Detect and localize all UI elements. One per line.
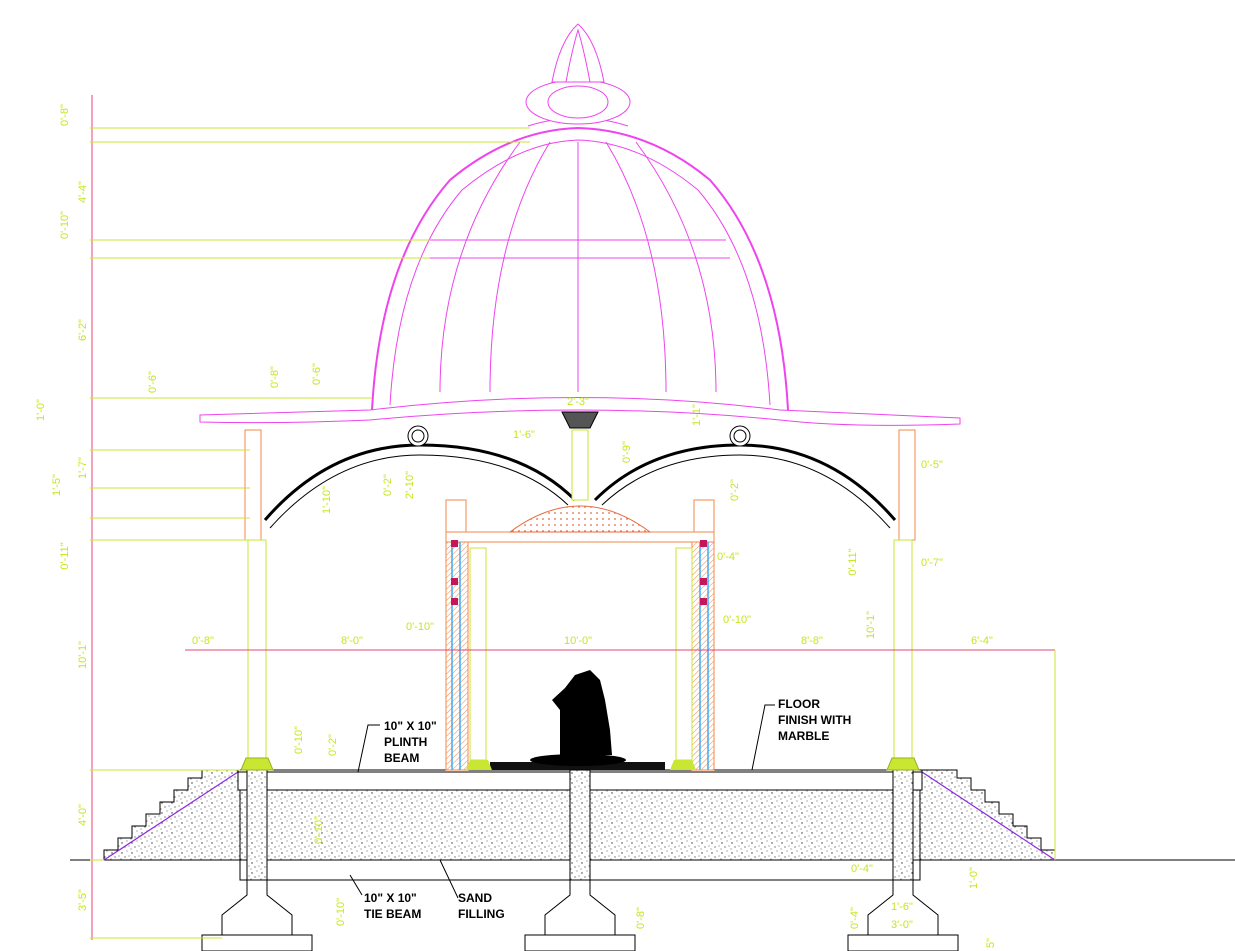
base-dimension-label: 1'-0" — [968, 867, 980, 889]
left-dimension-label: 1'-7" — [77, 457, 89, 479]
roof-dimension-label: 0'-8" — [269, 366, 281, 388]
leader-lines — [349, 704, 775, 899]
dimension-labels: 0'-8" 4'-4" 0'-10" 6'-2" 1'-0" 1'-7" 1'-5" 0'-1… — [35, 104, 997, 948]
left-dimension-label: 0'-8" — [59, 104, 71, 126]
base-dimension-label: 0'-4" — [849, 907, 861, 929]
sand-filling-line-2: FILLING — [458, 907, 505, 921]
roof-dimension-label: 0'-7" — [921, 557, 943, 569]
base-dimension-label: 3'-0" — [891, 919, 913, 931]
base-dimension-label: 5" — [985, 938, 997, 948]
outer-columns — [240, 429, 920, 771]
left-dimension-label: 6'-2" — [77, 319, 89, 341]
tie-beam-line-2: TIE BEAM — [364, 907, 421, 921]
span-dimension-line — [185, 649, 1056, 860]
roof-dimension-label: 0'-6" — [311, 363, 323, 385]
span-dimension-label: 0'-8" — [192, 635, 214, 647]
left-dimension-label: 4'-4" — [77, 181, 89, 203]
arch-dimension-label: 0'-2" — [382, 474, 394, 496]
roof-dimension-label: 1'-1" — [691, 404, 703, 426]
inner-frame — [445, 499, 715, 771]
left-dimension-label: 10'-1" — [77, 641, 89, 669]
roof-dimension-label: 0'-6" — [147, 371, 159, 393]
statue — [530, 670, 626, 766]
dome — [371, 23, 789, 411]
base-dimension-label: 0'-10" — [335, 898, 347, 926]
span-dimension-label: 8'-0" — [341, 635, 363, 647]
floor-finish-line-3: MARBLE — [778, 729, 829, 743]
floor-finish-line-1: FLOOR — [778, 697, 820, 711]
plinth-beam-line-1: 10" X 10" — [384, 719, 437, 733]
arch-dimension-label: 0'-2" — [729, 479, 741, 501]
span-dimension-label: 6'-4" — [971, 635, 993, 647]
span-dimension-label: 10'-0" — [564, 635, 592, 647]
roof-slab — [199, 397, 961, 426]
left-dimension-label: 0'-10" — [59, 211, 71, 239]
base-dimension-label: 0'-8" — [635, 907, 647, 929]
base-dimension-label: 1'-6" — [891, 901, 913, 913]
left-dimension-label: 0'-11" — [59, 542, 71, 569]
annotation-sand-filling: SAND FILLING — [458, 891, 505, 921]
right-steps — [919, 769, 1056, 861]
left-dimension-label: 4'-0" — [77, 804, 89, 826]
span-dimension-label: 8'-8" — [801, 635, 823, 647]
sand-filling-line-1: SAND — [458, 891, 492, 905]
roof-dimension-label: 0'-5" — [921, 459, 943, 471]
left-dimension-label: 1'-0" — [35, 399, 47, 421]
plinth-beam-line-2: PLINTH — [384, 735, 427, 749]
left-dimension-label: 3'-5" — [77, 889, 89, 911]
left-steps — [103, 769, 241, 861]
plinth-beam-line-3: BEAM — [384, 751, 419, 765]
base-dimension-label: 0'-10" — [313, 816, 325, 844]
left-dimension-lines — [90, 95, 530, 940]
roof-dimension-label: 0'-9" — [621, 441, 633, 463]
base-dimension-label: 0'-10" — [293, 726, 305, 754]
roof-dimension-label: 2'-3" — [567, 396, 589, 408]
roof-dimension-label: 10'-1" — [865, 611, 877, 639]
arch-dimension-label: 1'-10" — [321, 486, 333, 514]
tie-beam-line-1: 10" X 10" — [364, 891, 417, 905]
roof-dimension-label: 1'-6" — [513, 429, 535, 441]
base-dimension-label: 0'-4" — [851, 863, 873, 875]
annotation-plinth-beam: 10" X 10" PLINTH BEAM — [384, 719, 437, 765]
span-dimension-label: 0'-10" — [723, 614, 751, 626]
annotation-floor-finish: FLOOR FINISH WITH MARBLE — [778, 697, 851, 743]
plinth-columns — [246, 769, 914, 881]
footings — [201, 880, 959, 951]
span-dimension-label: 0'-10" — [406, 621, 434, 633]
base-dimension-label: 0'-2" — [327, 734, 339, 756]
arch-dimension-label: 2'-10" — [404, 471, 416, 499]
roof-dimension-label: 0'-11" — [847, 548, 859, 575]
arches — [263, 411, 897, 529]
floor-finish-line-2: FINISH WITH — [778, 713, 851, 727]
annotation-tie-beam: 10" X 10" TIE BEAM — [364, 891, 421, 921]
roof-dimension-label: 0'-4" — [717, 551, 739, 563]
left-dimension-label: 1'-5" — [51, 474, 63, 496]
